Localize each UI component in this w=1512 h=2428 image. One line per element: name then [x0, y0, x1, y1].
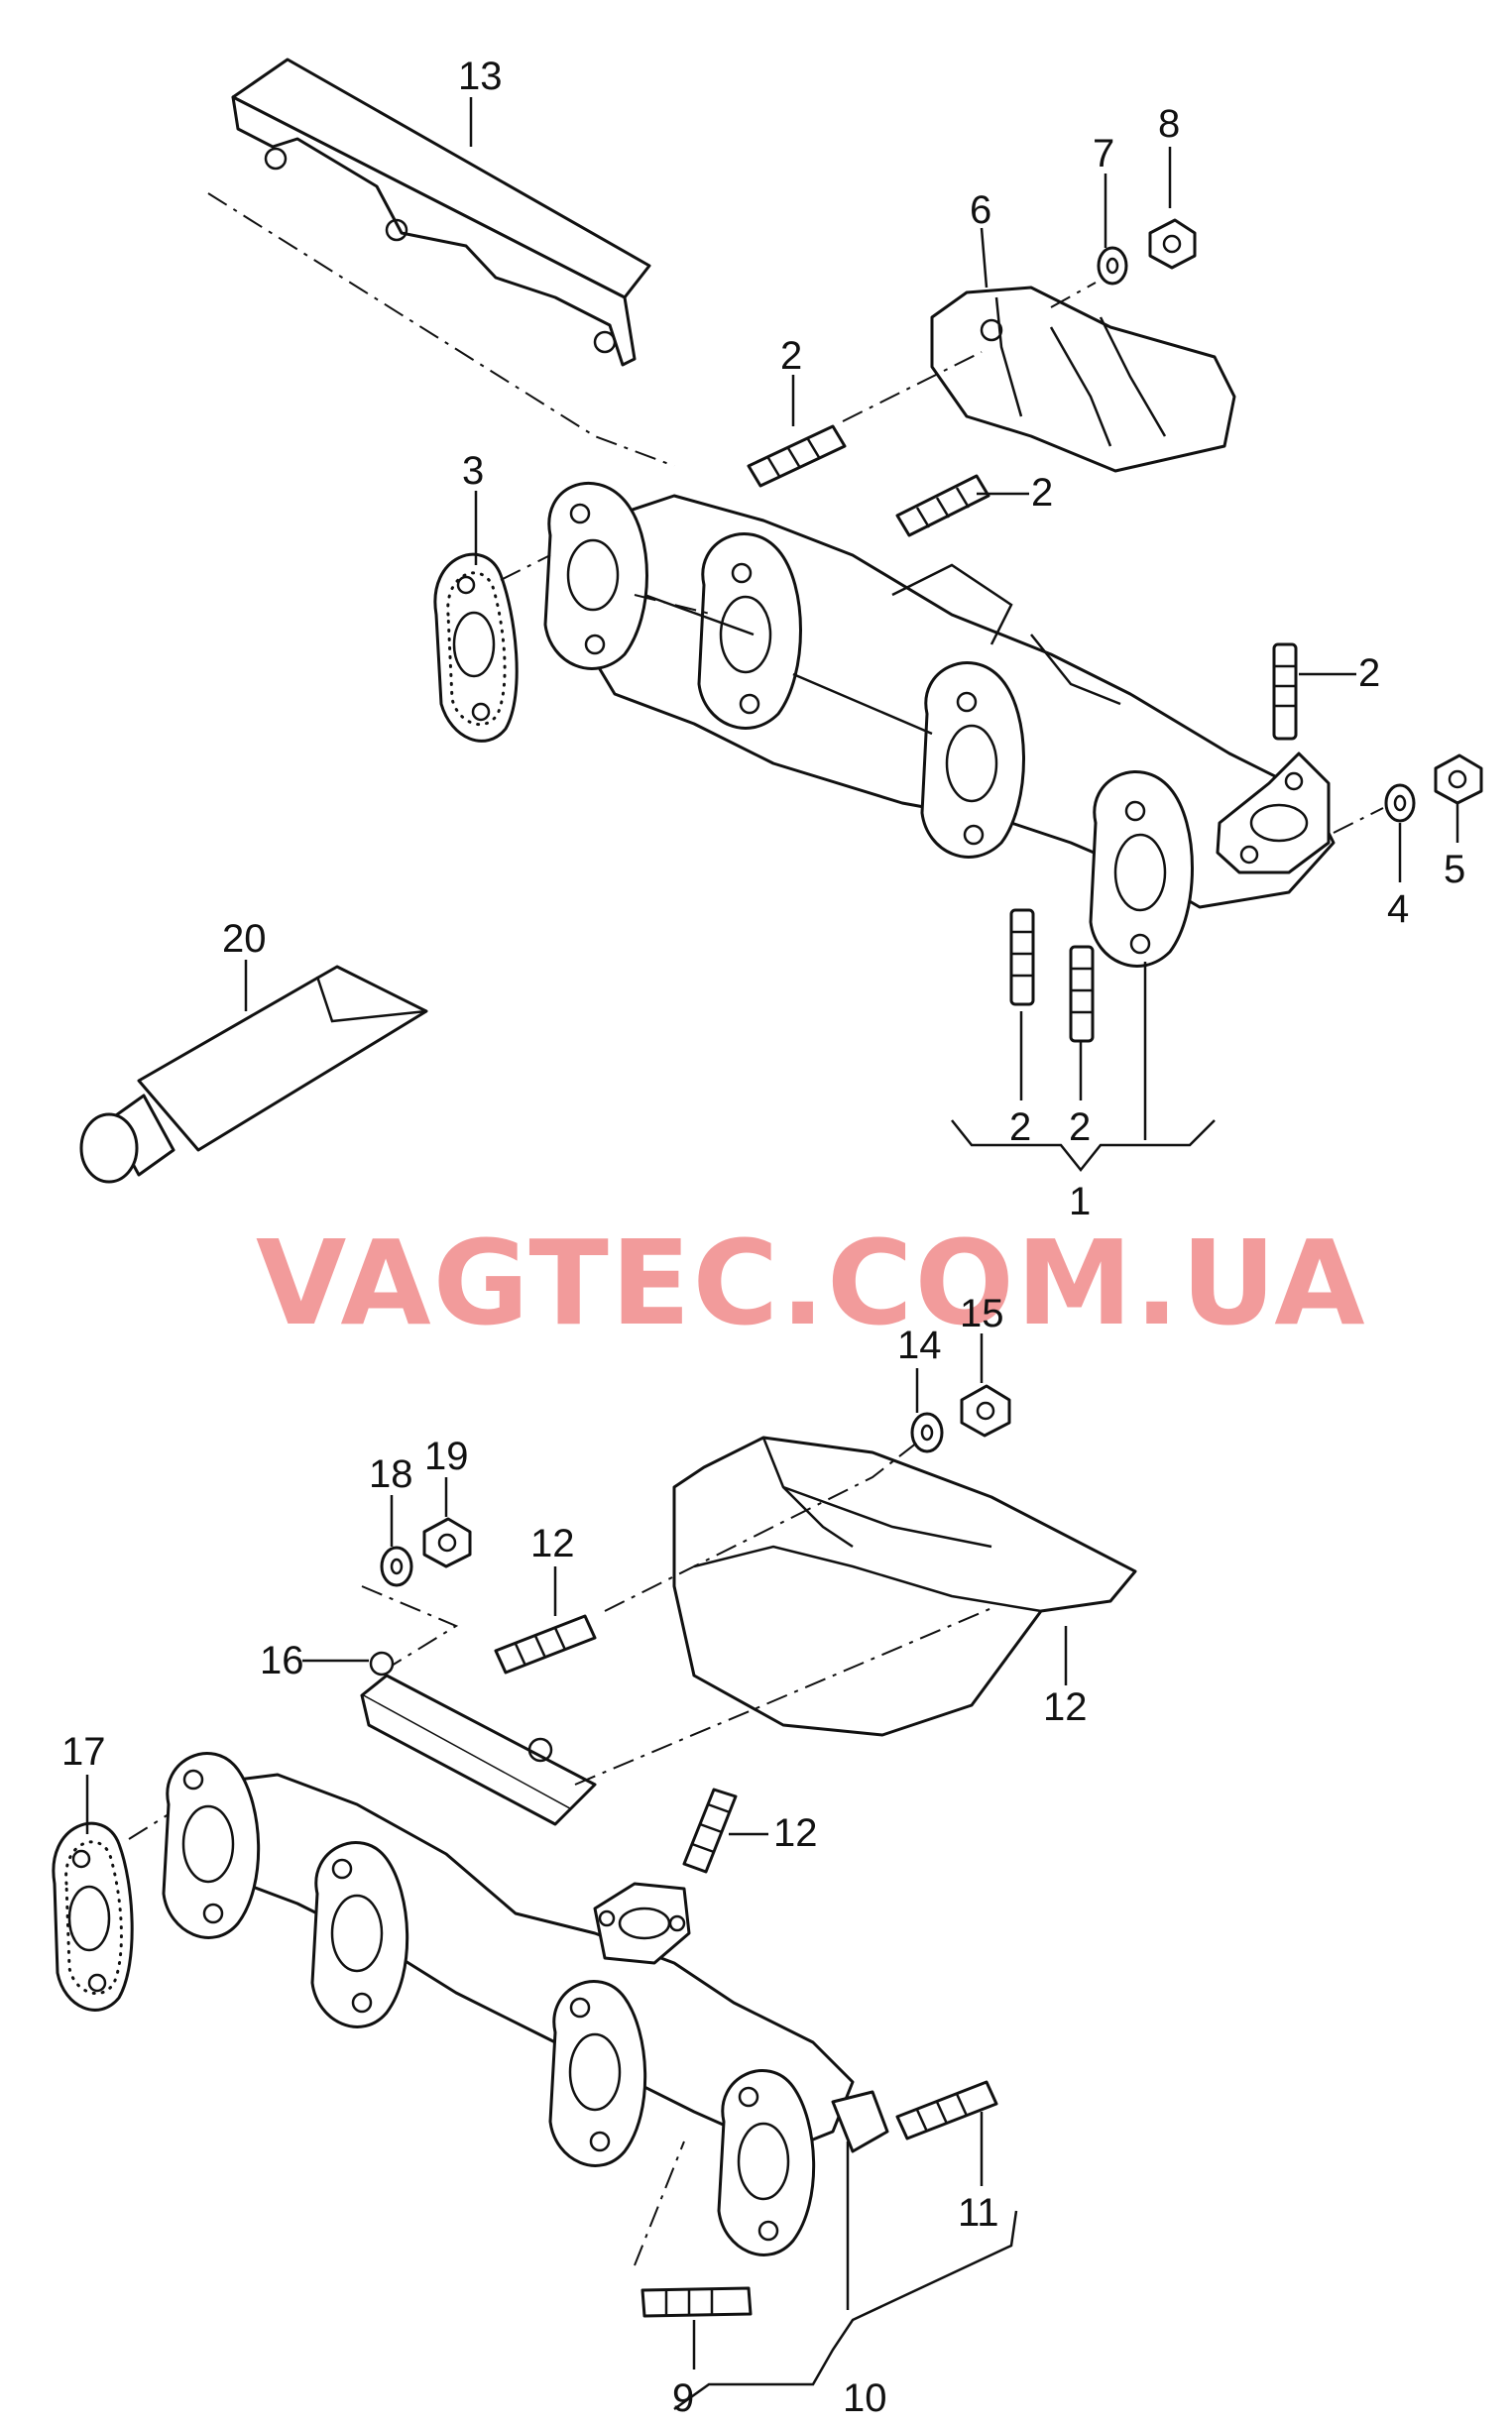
nut-5[interactable] — [1434, 753, 1483, 805]
stud-12b[interactable] — [682, 1788, 738, 1874]
alignment-line — [1333, 807, 1384, 834]
washer-14[interactable] — [910, 1412, 944, 1453]
callout-2d: 2 — [1009, 1105, 1031, 1149]
stud-12c[interactable] — [895, 2080, 998, 2140]
gasket-17[interactable] — [52, 1821, 134, 2012]
stud-12a[interactable] — [494, 1614, 597, 1675]
callout-12c: 11 — [958, 2191, 999, 2235]
alignment-line — [842, 351, 983, 422]
exhaust-manifold-upper-1[interactable] — [543, 482, 1336, 968]
nut-19[interactable] — [422, 1517, 472, 1568]
callout-2c: 2 — [1358, 651, 1380, 695]
callout-3: 3 — [462, 449, 484, 493]
washer-4[interactable] — [1384, 783, 1416, 823]
callout-6: 6 — [970, 188, 991, 232]
alignment-line — [604, 1442, 918, 1612]
heat-shield-strip-9[interactable] — [231, 58, 651, 367]
stud-2b[interactable] — [895, 474, 990, 537]
lower-heat-shield-13[interactable] — [672, 1436, 1137, 1737]
callout-16: 16 — [260, 1639, 304, 1682]
washer-18[interactable] — [380, 1546, 413, 1587]
nut-15[interactable] — [960, 1384, 1011, 1438]
alignment-line — [128, 1813, 170, 1840]
callout-19: 19 — [424, 1435, 469, 1478]
stud-2d[interactable] — [1009, 908, 1035, 1006]
callout-13: 12 — [1043, 1685, 1088, 1729]
callout-11: 9 — [672, 2376, 694, 2420]
callout-10: 10 — [843, 2376, 887, 2420]
callout-9: 13 — [458, 55, 503, 98]
nut-8[interactable] — [1148, 218, 1197, 270]
callout-12b: 12 — [773, 1811, 818, 1855]
callout-17: 17 — [61, 1730, 106, 1774]
alignment-line — [500, 554, 551, 581]
manifold-heat-shield-6[interactable] — [930, 286, 1236, 473]
alignment-line — [634, 2140, 685, 2266]
alignment-line — [1050, 282, 1097, 308]
callout-1: 1 — [1069, 1180, 1091, 1223]
callout-20: 20 — [222, 917, 267, 961]
exhaust-manifold-lower-10[interactable] — [162, 1752, 889, 2256]
sealant-tube-20[interactable] — [79, 965, 428, 1184]
callout-labels: 13 8 7 6 2 2 3 2 4 5 20 2 2 1 15 14 19 1… — [61, 55, 1465, 2420]
watermark: VAGTEC.COM.UA — [256, 1214, 1367, 1351]
gasket-3[interactable] — [433, 552, 519, 743]
alignment-line — [207, 192, 675, 467]
stud-2e[interactable] — [1069, 945, 1095, 1043]
callout-4: 4 — [1387, 887, 1409, 931]
callout-8: 8 — [1158, 102, 1180, 146]
stud-2a[interactable] — [747, 424, 847, 488]
callout-18: 18 — [369, 1452, 413, 1496]
callout-2e: 2 — [1069, 1105, 1091, 1149]
callout-2b: 2 — [1031, 471, 1053, 515]
callout-2a: 2 — [780, 334, 802, 378]
callout-7: 7 — [1093, 132, 1114, 175]
callout-5: 5 — [1444, 848, 1465, 891]
alignment-line — [361, 1585, 459, 1667]
alignment-line — [634, 594, 715, 616]
stud-11[interactable] — [640, 2286, 753, 2318]
washer-7[interactable] — [1097, 246, 1128, 286]
callout-12a: 12 — [530, 1522, 575, 1565]
stud-2c[interactable] — [1272, 642, 1298, 741]
heat-strip-16[interactable] — [360, 1651, 597, 1826]
callout-14: 14 — [897, 1324, 942, 1367]
callout-15: 15 — [960, 1292, 1004, 1335]
